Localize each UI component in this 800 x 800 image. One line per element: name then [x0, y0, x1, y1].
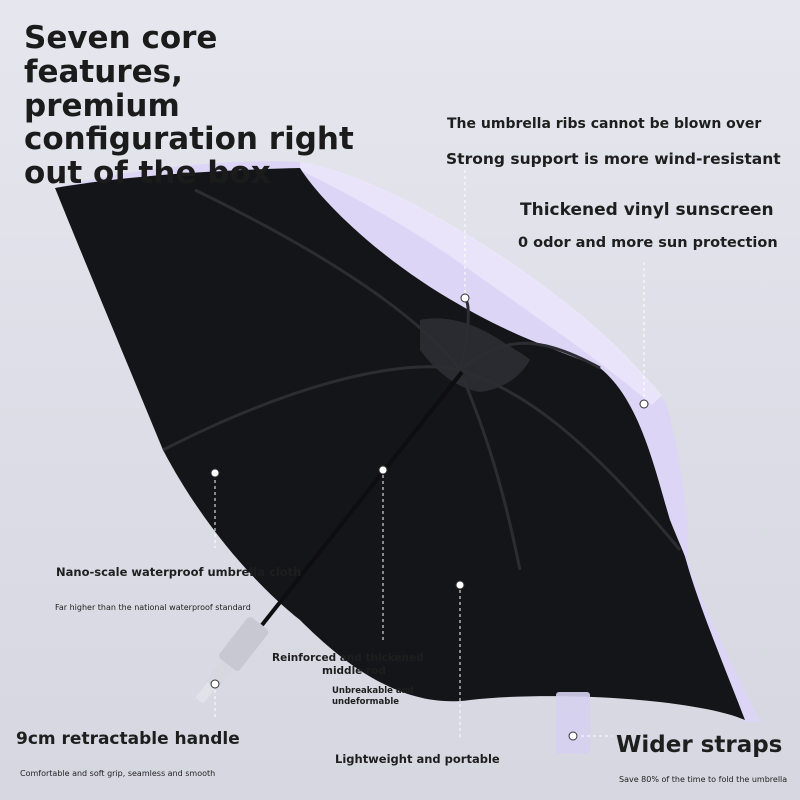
- headline-line-1: Seven core features,: [24, 20, 218, 90]
- handle: [196, 617, 269, 703]
- middle-rod: [260, 370, 464, 627]
- rod-title-line-2: middle rod: [322, 665, 386, 677]
- canopy-hub: [420, 318, 530, 392]
- headline: Seven core features, premium configurati…: [24, 20, 364, 192]
- straps-subtitle: Save 80% of the time to fold the umbrell…: [619, 775, 788, 784]
- vinyl-title: Thickened vinyl sunscreen: [520, 200, 774, 220]
- strap: [556, 692, 590, 754]
- canopy: [55, 168, 745, 720]
- ribs-title: The umbrella ribs cannot be blown over: [447, 116, 762, 132]
- headline-line-4: out of the box: [24, 155, 271, 192]
- lightweight-title: Lightweight and portable: [335, 752, 500, 766]
- rod-title-line-1: Reinforced and thickened: [272, 652, 424, 664]
- ribs-subtitle: Strong support is more wind-resistant: [446, 150, 781, 168]
- rod-subtitle-line-1: Unbreakable and: [332, 686, 414, 696]
- callout-lines: [214, 170, 645, 740]
- callout-dots: [210, 293, 649, 741]
- canopy-rim-highlight: [300, 162, 662, 405]
- headline-line-3: configuration right: [24, 121, 354, 158]
- cloth-title: Nano-scale waterproof umbrella cloth: [56, 565, 302, 579]
- vinyl-subtitle: 0 odor and more sun protection: [518, 235, 778, 251]
- headline-line-2: premium: [24, 87, 180, 124]
- handle-subtitle: Comfortable and soft grip, seamless and …: [20, 769, 216, 778]
- umbrella-ribs: [162, 188, 682, 571]
- straps-title: Wider straps: [616, 732, 783, 758]
- cloth-subtitle: Far higher than the national waterproof …: [55, 603, 251, 612]
- handle-title: 9cm retractable handle: [16, 729, 240, 749]
- rod-subtitle-line-2: undeformable: [332, 697, 400, 707]
